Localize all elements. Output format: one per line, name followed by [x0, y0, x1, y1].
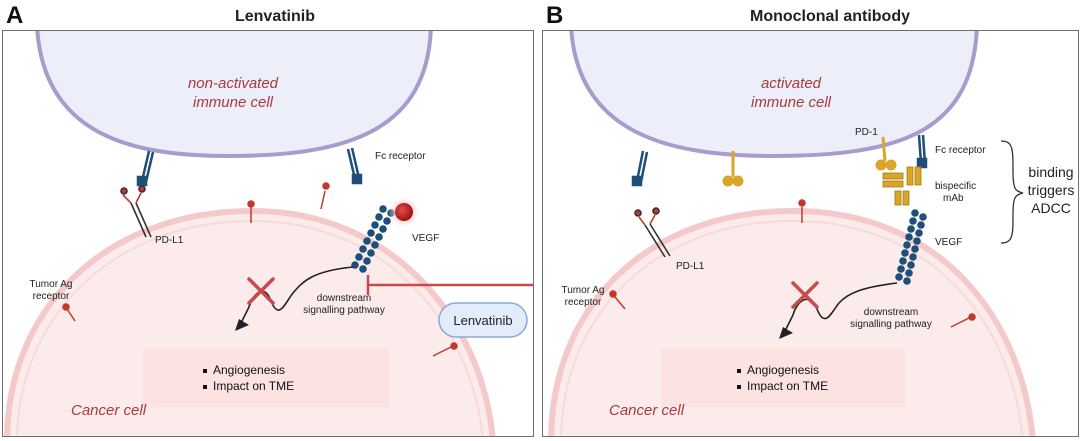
immune-cell-label-2: immune cell: [193, 94, 274, 111]
tumor-ag-label-2: receptor: [33, 291, 70, 302]
panel-b-frame: activated immune cell Fc receptor PD-1 b…: [542, 30, 1079, 437]
effects-box: [143, 349, 389, 407]
fc-receptor-label: Fc receptor: [375, 151, 426, 162]
bullet-icon: [203, 369, 207, 373]
panel-b-letter: B: [546, 2, 564, 29]
panel-a-letter: A: [6, 2, 24, 29]
fc-receptor-label: Fc receptor: [935, 145, 986, 156]
pd-l1-icon: [634, 207, 671, 258]
vegf-label: VEGF: [935, 237, 962, 248]
adcc-label-1: binding: [1028, 164, 1073, 180]
inhibition-line: [366, 275, 533, 295]
fc-receptor-icon: [631, 134, 928, 187]
arrowhead-icon: [235, 319, 249, 331]
effect-angiogenesis: Angiogenesis: [213, 363, 285, 377]
pd-l1-icon: [120, 185, 152, 238]
pd-l1-label: PD-L1: [155, 235, 184, 246]
bullet-icon: [203, 385, 207, 389]
panel-b-title: Monoclonal antibody: [750, 8, 910, 25]
effect-tme: Impact on TME: [213, 379, 294, 393]
vegf-label: VEGF: [412, 233, 439, 244]
pathway-label-1: downstream: [864, 307, 918, 318]
pd-1-label: PD-1: [855, 127, 878, 138]
pathway-label-2: signalling pathway: [303, 305, 385, 316]
tumor-ag-label-1: Tumor Ag: [30, 279, 73, 290]
signalling-pathway-arrow: [784, 282, 898, 332]
fc-receptor-icon: [136, 147, 363, 187]
arrowhead-icon: [779, 327, 793, 339]
immune-cell-label-1: activated: [761, 75, 822, 92]
adcc-label-2: triggers: [1028, 182, 1075, 198]
immune-cell: [569, 31, 979, 159]
lenvatinib-label: Lenvatinib: [453, 313, 512, 328]
effects-box: [661, 349, 905, 407]
panel-a-frame: non-activated immune cell Fc receptor PD…: [2, 30, 534, 437]
pd-1-icon: [722, 136, 897, 187]
effect-tme: Impact on TME: [747, 379, 828, 393]
adcc-label-3: ADCC: [1031, 200, 1071, 216]
cancer-cell-label: Cancer cell: [609, 402, 685, 419]
tumor-ag-receptor-icon: [62, 182, 458, 357]
panel-a-diagram: non-activated immune cell Fc receptor PD…: [4, 31, 533, 436]
blocked-cross-icon: [247, 277, 275, 305]
immune-cell: [35, 31, 433, 159]
immune-cell-label-1: non-activated: [188, 75, 279, 92]
vegf-receptor-icon: [351, 205, 395, 273]
tumor-ag-label-1: Tumor Ag: [562, 285, 605, 296]
pathway-label-1: downstream: [317, 293, 371, 304]
lenvatinib-drug-bubble: [438, 302, 528, 338]
bullet-icon: [737, 385, 741, 389]
vegf-receptor-icon: [895, 209, 927, 285]
bullet-icon: [737, 369, 741, 373]
bispecific-label-2: mAb: [943, 193, 964, 204]
immune-cell-label-2: immune cell: [751, 94, 832, 111]
blocked-cross-icon: [791, 281, 819, 309]
panel-a-title: Lenvatinib: [234, 8, 315, 25]
tumor-ag-label-2: receptor: [565, 297, 602, 308]
cancer-cell-label: Cancer cell: [71, 402, 147, 419]
effect-angiogenesis: Angiogenesis: [747, 363, 819, 377]
bispecific-antibody-icon: [882, 166, 922, 206]
tumor-ag-receptor-icon: [609, 199, 976, 328]
adcc-bracket: [1000, 140, 1024, 244]
panel-b-diagram: activated immune cell Fc receptor PD-1 b…: [548, 31, 1075, 436]
pathway-label-2: signalling pathway: [850, 319, 932, 330]
vegf-ligand-icon: [388, 196, 420, 228]
bispecific-label-1: bispecific: [935, 181, 976, 192]
pd-l1-label: PD-L1: [676, 261, 705, 272]
